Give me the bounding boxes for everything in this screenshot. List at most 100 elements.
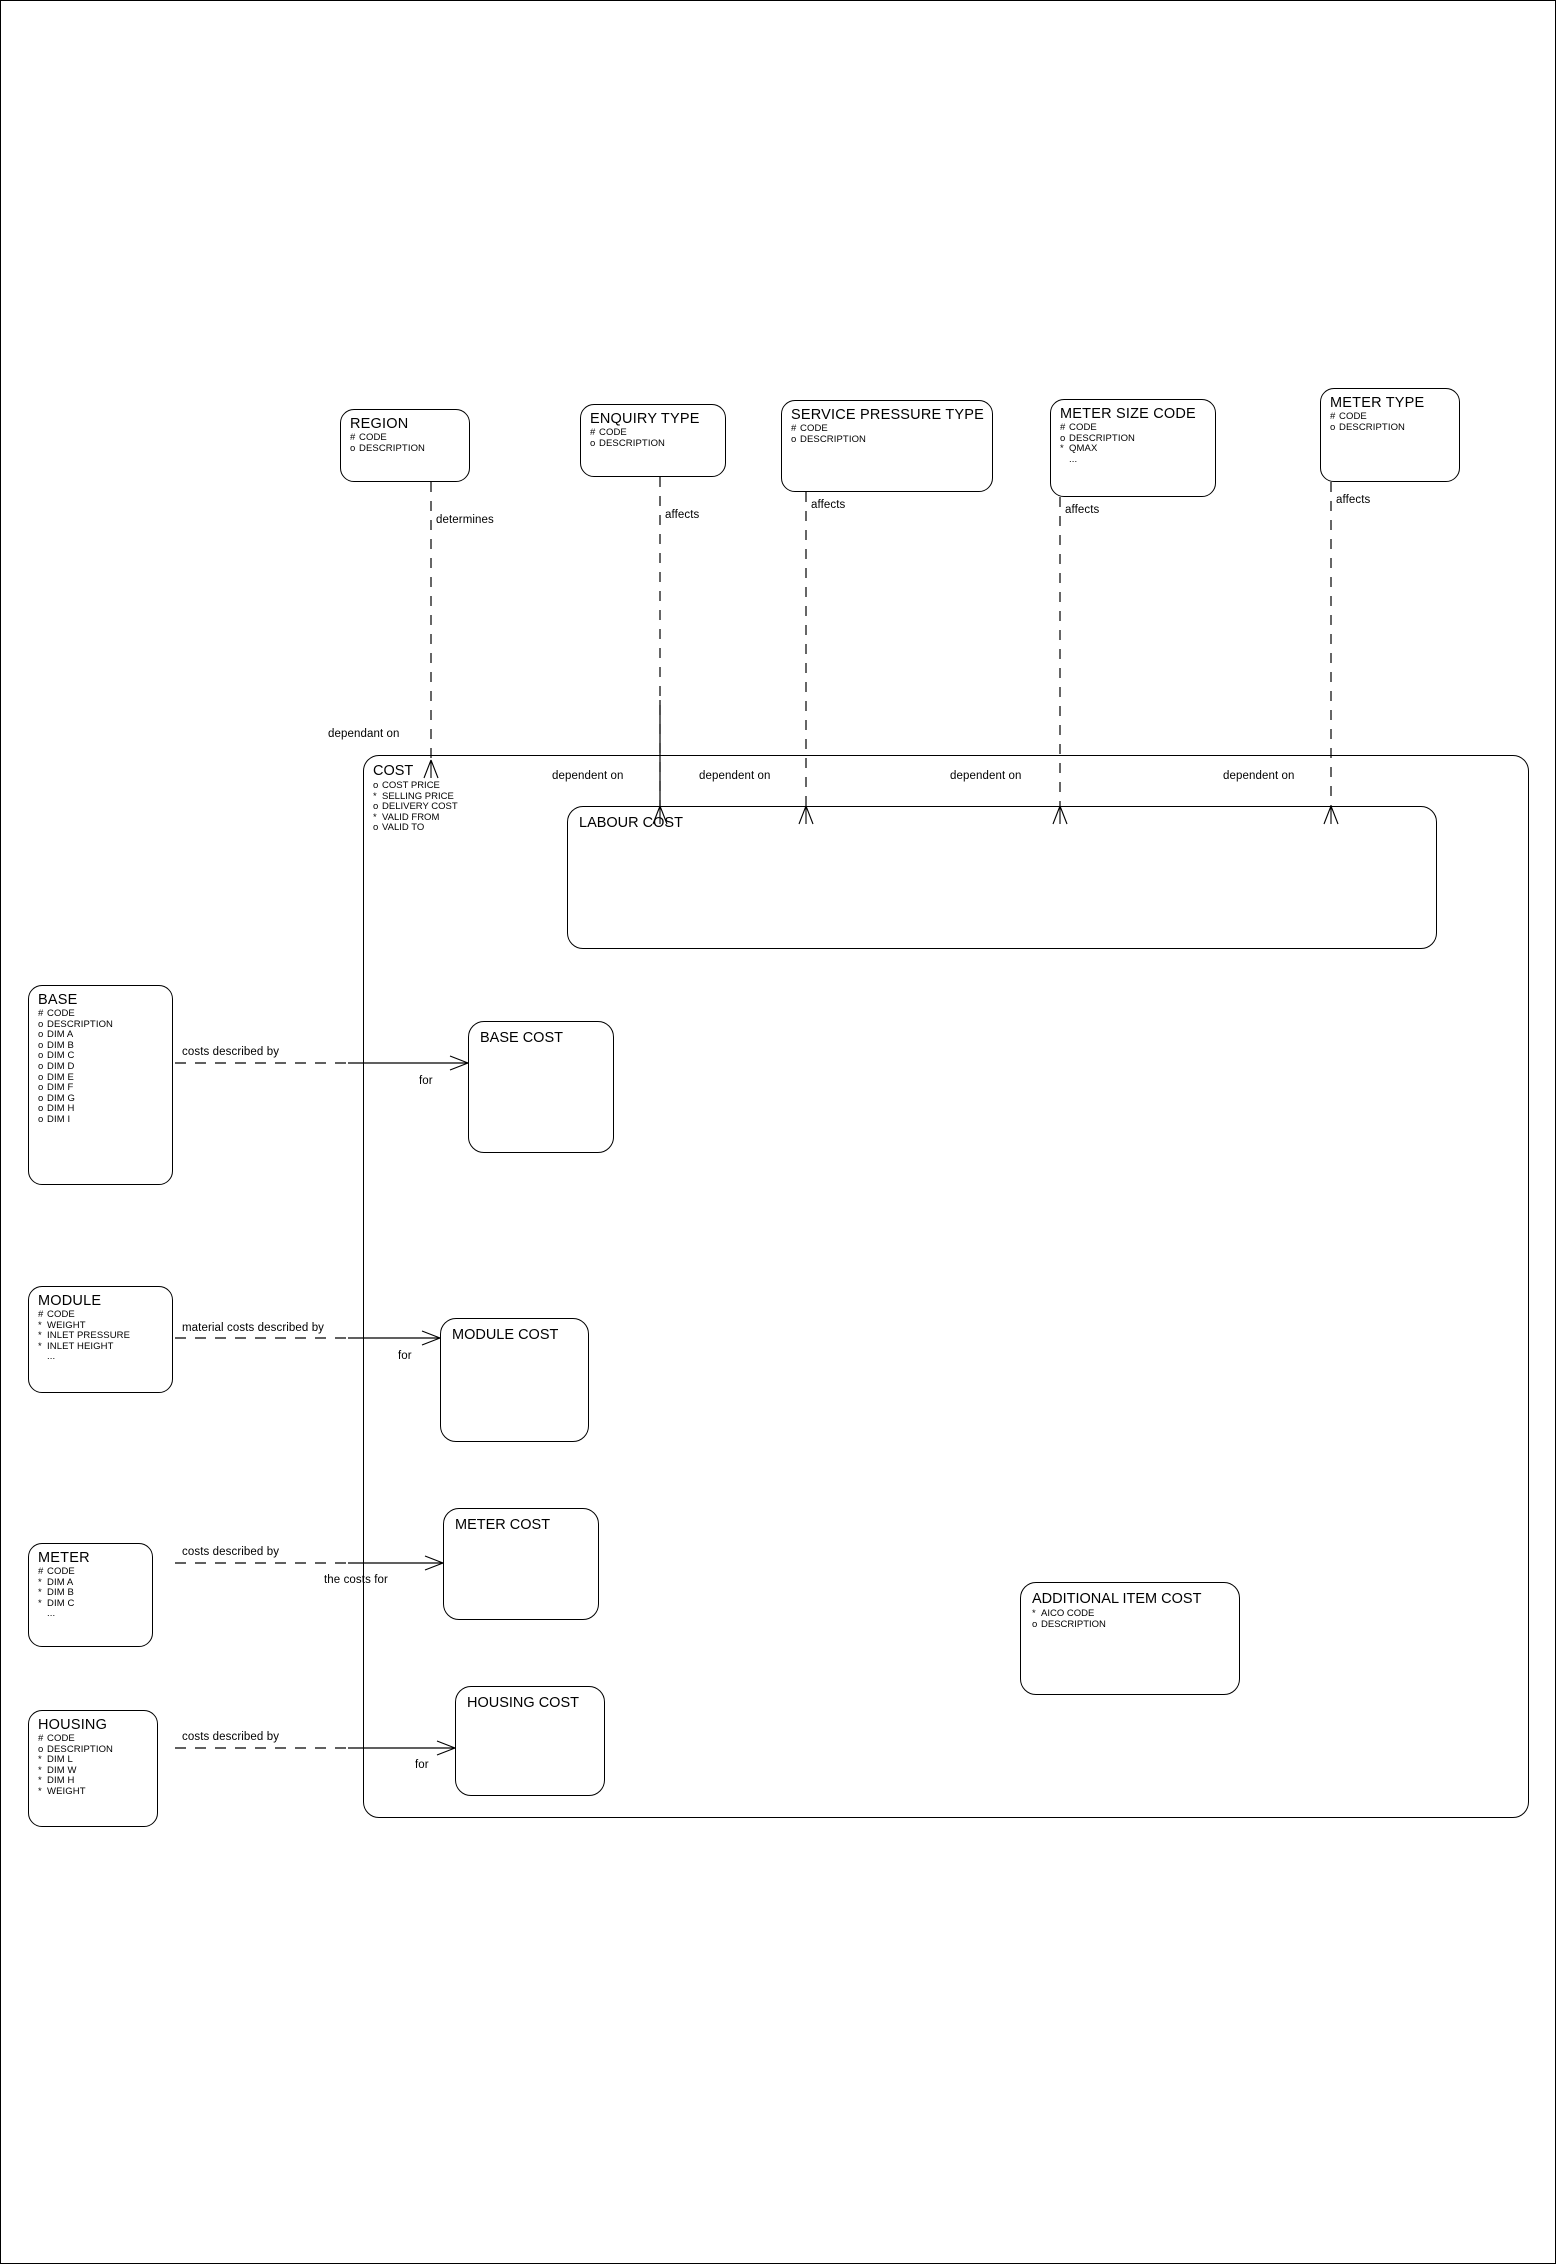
- rel-label-base-for: for: [419, 1075, 433, 1087]
- attribute-marker: o: [38, 1082, 44, 1094]
- attribute-label: CODE: [47, 1566, 75, 1577]
- attribute-marker: o: [38, 1092, 44, 1104]
- attribute: ...: [38, 1609, 143, 1620]
- rel-label-dependent-on-4: dependent on: [1223, 770, 1295, 782]
- entity-housing-cost[interactable]: HOUSING COST: [455, 1686, 605, 1796]
- attribute-label: CODE: [1069, 422, 1097, 433]
- entity-name: METER SIZE CODE: [1060, 406, 1196, 422]
- attribute-label: CODE: [599, 427, 627, 438]
- attribute-marker: #: [1060, 422, 1066, 433]
- attribute-marker: *: [38, 1576, 42, 1588]
- attribute: ...: [1060, 454, 1206, 466]
- attribute-label: ...: [47, 1608, 56, 1620]
- attribute-marker: o: [38, 1050, 44, 1062]
- attribute-label: DESCRIPTION: [599, 437, 666, 449]
- attribute-label: WEIGHT: [47, 1785, 86, 1797]
- attribute-label: CODE: [47, 1733, 75, 1744]
- entity-name: METER COST: [455, 1517, 551, 1533]
- entity-name: COST: [373, 763, 414, 779]
- attribute: *DIM W: [38, 1764, 148, 1777]
- entity-meter-cost[interactable]: METER COST: [443, 1508, 599, 1620]
- attribute: #CODE: [38, 1008, 163, 1020]
- attribute-label: DESCRIPTION: [1041, 1618, 1106, 1630]
- entity-labour-cost[interactable]: LABOUR COST: [567, 806, 1437, 949]
- attribute-marker: o: [38, 1113, 44, 1125]
- attribute-marker: *: [38, 1319, 42, 1331]
- attribute-label: DIM L: [47, 1754, 73, 1766]
- rel-label-module-for: for: [398, 1350, 412, 1362]
- attribute-marker: *: [38, 1587, 42, 1599]
- entity-module-cost[interactable]: MODULE COST: [440, 1318, 589, 1442]
- attribute-marker: *: [38, 1597, 42, 1609]
- attribute-label: DIM H: [47, 1103, 75, 1115]
- entity-meter[interactable]: METER #CODE *DIM A *DIM B *DIM C ...: [28, 1543, 153, 1647]
- attribute-marker: *: [1060, 443, 1064, 455]
- rel-label-dependent-on-1: dependent on: [552, 770, 624, 782]
- attribute-marker: *: [38, 1785, 42, 1797]
- attribute-label: DIM I: [47, 1113, 71, 1125]
- attribute-marker: #: [38, 1008, 44, 1019]
- entity-module[interactable]: MODULE #CODE *WEIGHT *INLET PRESSURE *IN…: [28, 1286, 173, 1393]
- attribute-marker: *: [38, 1764, 42, 1776]
- attribute-label: INLET PRESSURE: [47, 1330, 131, 1342]
- attribute-marker: o: [373, 822, 379, 834]
- attribute: #CODE: [38, 1309, 163, 1321]
- attribute-label: COST PRICE: [382, 780, 440, 791]
- attribute-label: CODE: [359, 432, 387, 443]
- attribute-label: CODE: [47, 1008, 75, 1019]
- entity-name: MODULE: [38, 1293, 102, 1309]
- attribute-marker: o: [373, 780, 379, 791]
- rel-label-dependant-on: dependant on: [328, 728, 400, 740]
- rel-label-affects-service-pressure: affects: [811, 499, 846, 511]
- entity-base-cost[interactable]: BASE COST: [468, 1021, 614, 1153]
- attribute-label: DESCRIPTION: [1069, 432, 1136, 444]
- attribute-marker: #: [791, 423, 797, 434]
- attribute-marker: o: [1032, 1618, 1038, 1630]
- attribute-marker: *: [38, 1330, 42, 1342]
- entity-name: METER: [38, 1550, 90, 1566]
- attribute-label: DIM B: [47, 1587, 74, 1599]
- rel-label-determines: determines: [436, 514, 494, 526]
- attribute-label: VALID TO: [382, 822, 425, 834]
- attribute: *QMAX: [1060, 443, 1206, 455]
- rel-label-dependent-on-3: dependent on: [950, 770, 1022, 782]
- entity-name: REGION: [350, 416, 409, 432]
- attribute-label: CODE: [800, 423, 828, 434]
- attribute-label: DIM H: [47, 1775, 75, 1787]
- entity-name: BASE: [38, 992, 78, 1008]
- entity-name: LABOUR COST: [579, 815, 683, 831]
- entity-name: SERVICE PRESSURE TYPE: [791, 407, 985, 423]
- entity-name: HOUSING COST: [467, 1695, 579, 1711]
- attribute-marker: o: [38, 1018, 44, 1030]
- attribute-label: WEIGHT: [47, 1319, 86, 1331]
- attribute-label: INLET HEIGHT: [47, 1340, 114, 1352]
- attribute: * DIM B: [38, 1587, 143, 1599]
- attribute-marker: o: [791, 433, 797, 445]
